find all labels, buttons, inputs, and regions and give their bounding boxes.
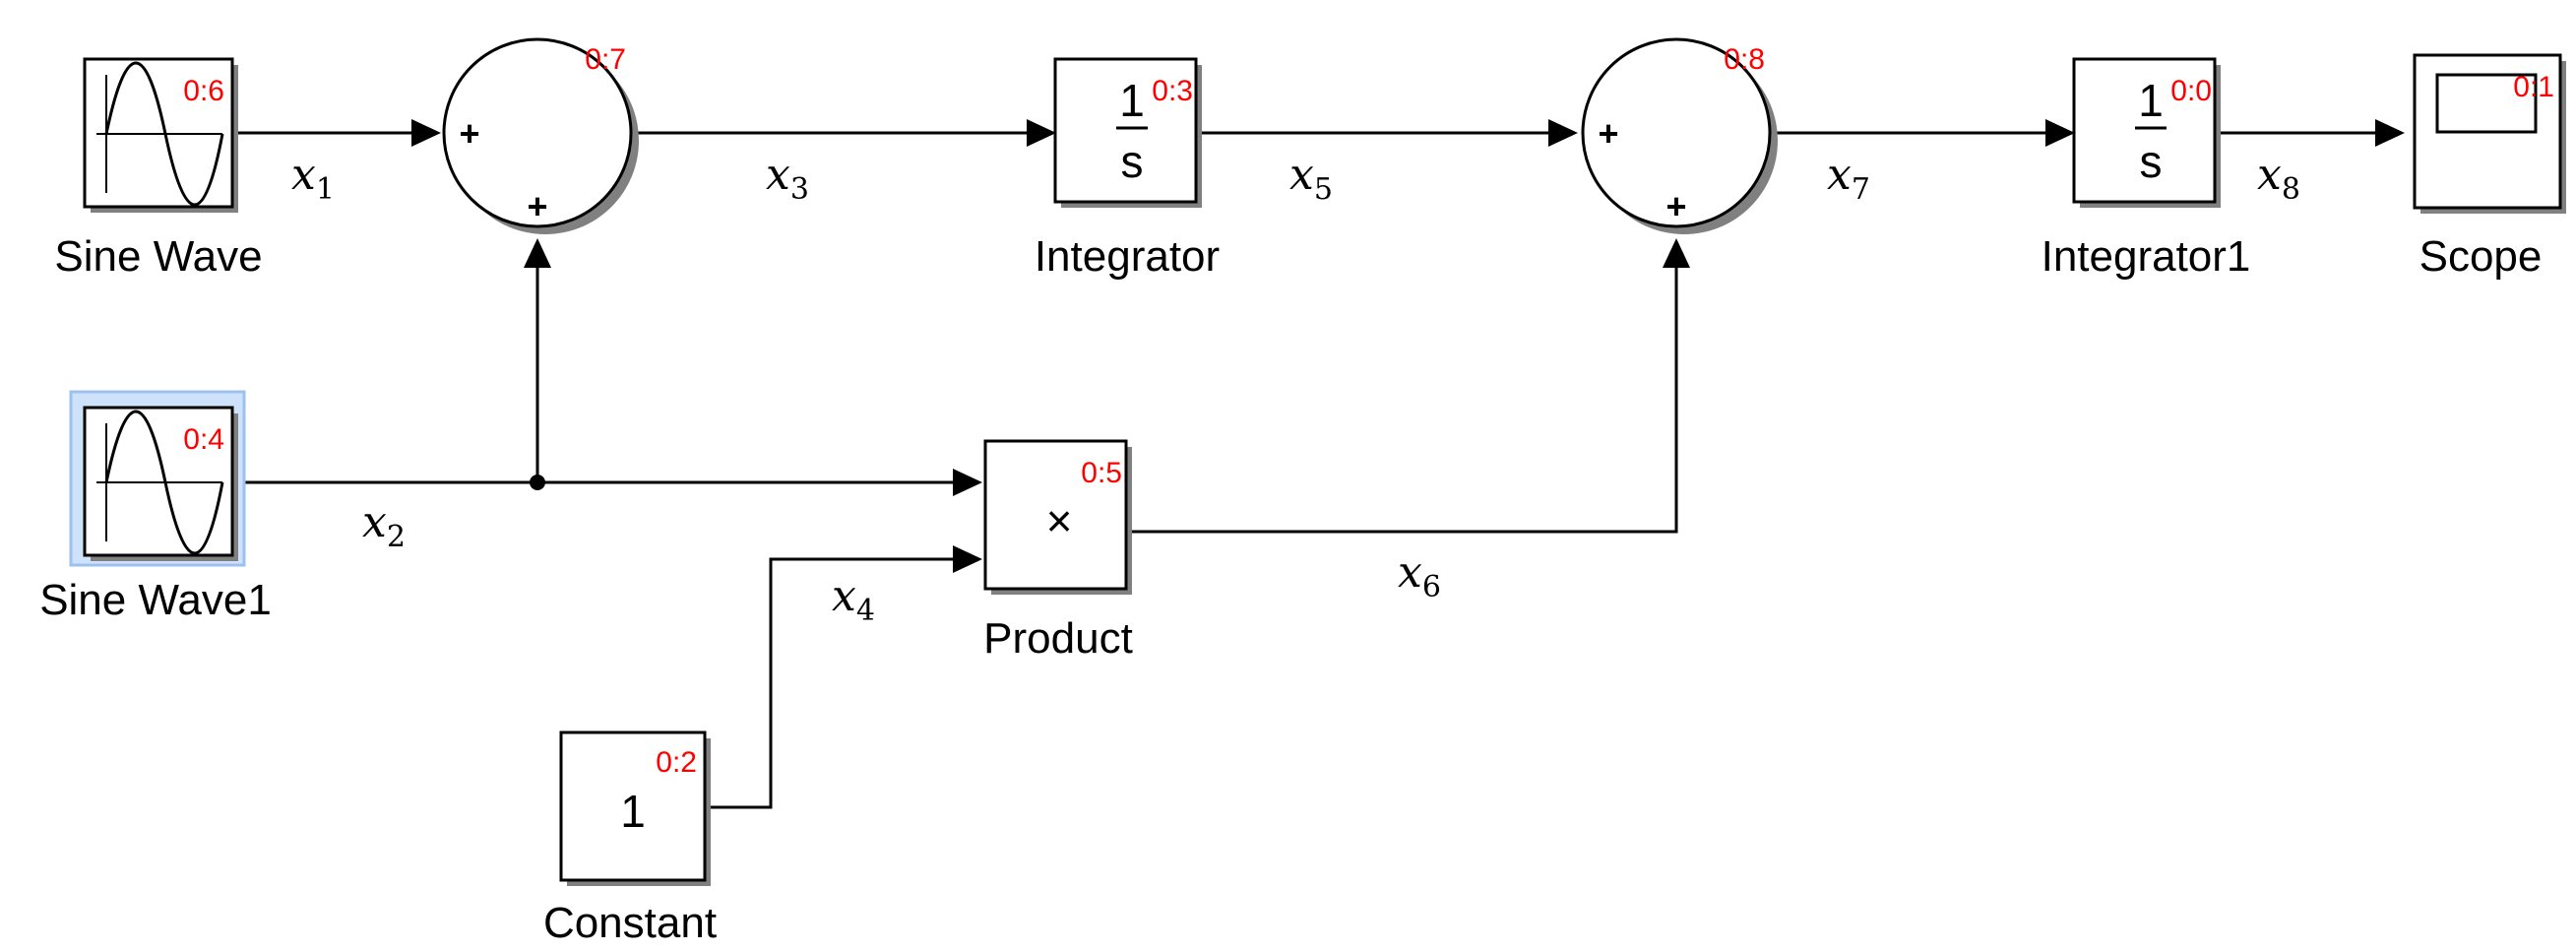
signal-label-x2: x2 xyxy=(362,497,406,554)
integrator1-denominator: s xyxy=(2140,136,2163,187)
sine-wave-sample-time: 0:6 xyxy=(183,75,224,107)
signal-labels: x1 x2 x3 x4 x5 x6 x7 x8 xyxy=(291,150,2300,628)
integrator-sample-time: 0:3 xyxy=(1152,75,1193,107)
integrator-numerator: 1 xyxy=(1119,75,1145,126)
sine-wave1-label: Sine Wave1 xyxy=(39,576,272,624)
constant-sample-time: 0:2 xyxy=(656,746,697,779)
signal-label-x8: x8 xyxy=(2257,150,2300,207)
signal-lines xyxy=(236,119,2405,809)
block-integrator[interactable]: 1 s 0:3 Integrator xyxy=(1035,57,1220,281)
constant-value: 1 xyxy=(620,786,646,837)
signal-label-x3: x3 xyxy=(766,150,809,207)
integrator1-sample-time: 0:0 xyxy=(2170,75,2212,107)
block-sine-wave1[interactable]: 0:4 Sine Wave1 xyxy=(39,390,272,624)
block-constant[interactable]: 1 0:2 Constant xyxy=(543,730,717,947)
arrow-x3 xyxy=(1027,119,1056,147)
signal-label-x7: x7 xyxy=(1827,150,1870,207)
sine-wave-label: Sine Wave xyxy=(54,232,262,281)
arrow-x1 xyxy=(411,119,441,147)
block-sum1[interactable]: + + 0:7 xyxy=(442,37,639,234)
sum2-sign-left: + xyxy=(1598,113,1618,154)
integrator1-numerator: 1 xyxy=(2138,75,2164,126)
block-sum2[interactable]: + + 0:8 xyxy=(1581,37,1778,234)
arrow-x5 xyxy=(1548,119,1578,147)
block-sine-wave[interactable]: 0:6 Sine Wave xyxy=(54,57,263,281)
signal-label-x4: x4 xyxy=(832,571,875,628)
wire-x6[interactable] xyxy=(1128,266,1678,534)
wire-x4[interactable] xyxy=(709,557,955,809)
sum2-sign-bottom: + xyxy=(1665,186,1686,226)
sum1-sample-time: 0:7 xyxy=(585,43,626,76)
sine-curve1 xyxy=(104,410,224,555)
signal-label-x6: x6 xyxy=(1398,547,1441,604)
block-product[interactable]: × 0:5 Product xyxy=(983,439,1133,663)
product-label: Product xyxy=(983,614,1133,663)
arrow-x4 xyxy=(953,545,982,573)
sine-wave1-sample-time: 0:4 xyxy=(183,423,224,456)
constant-label: Constant xyxy=(543,899,717,947)
sum2-sample-time: 0:8 xyxy=(1724,43,1765,76)
product-sample-time: 0:5 xyxy=(1081,457,1122,489)
scope-sample-time: 0:1 xyxy=(2513,71,2554,103)
sum1-sign-left: + xyxy=(459,113,479,154)
product-symbol: × xyxy=(1046,495,1073,546)
block-scope[interactable]: 0:1 Scope xyxy=(2413,53,2566,281)
sum1-sign-bottom: + xyxy=(527,186,547,226)
arrow-x8 xyxy=(2375,119,2405,147)
integrator1-label: Integrator1 xyxy=(2042,232,2251,281)
arrow-x2-sum1 xyxy=(524,238,551,268)
arrow-x2-product xyxy=(953,469,982,496)
scope-screen-icon xyxy=(2435,73,2538,134)
signal-label-x1: x1 xyxy=(291,150,335,207)
sine-curve xyxy=(104,61,224,207)
branch-point xyxy=(530,475,545,490)
integrator-label: Integrator xyxy=(1035,232,1220,281)
block-integrator1[interactable]: 1 s 0:0 Integrator1 xyxy=(2042,57,2251,281)
integrator-denominator: s xyxy=(1121,136,1144,187)
scope-label: Scope xyxy=(2419,232,2543,281)
signal-label-x5: x5 xyxy=(1289,150,1333,207)
arrow-x6 xyxy=(1663,238,1690,268)
arrow-x7 xyxy=(2045,119,2075,147)
